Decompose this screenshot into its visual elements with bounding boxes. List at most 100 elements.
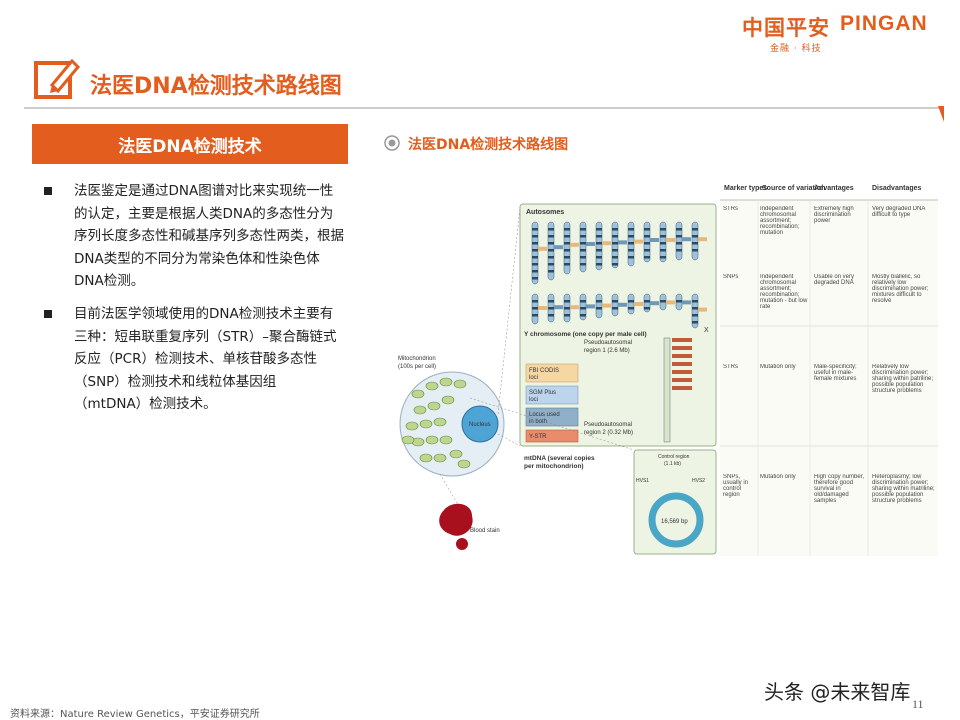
chromosome-band [532, 270, 538, 273]
chromosome-band [548, 242, 554, 245]
locus-tag [634, 239, 643, 244]
mitochondrion [405, 421, 419, 431]
table-cell: STRs [723, 364, 738, 370]
locus-tag [698, 307, 707, 312]
locus-tag [682, 237, 691, 242]
chromosome-band [548, 235, 554, 238]
chromosome-band [644, 228, 650, 231]
chromosome-band [548, 300, 554, 303]
chromosome-band [644, 249, 650, 252]
chromosome-band [580, 249, 586, 252]
table-cell: Male-specificity; useful in male-female … [814, 364, 857, 382]
chromosome-band [564, 256, 570, 259]
chromosome-band [532, 300, 538, 303]
chromosome-band [580, 228, 586, 231]
both-legend: Locus used [529, 412, 560, 418]
table-header: Source of variation [762, 185, 825, 192]
chromosome-band [580, 242, 586, 245]
bullet-paragraph: 法医鉴定是通过DNA图谱对比来实现统一性的认定，主要是根据人类DNA的多态性分为… [44, 180, 344, 293]
chromosome-band [660, 249, 666, 252]
chromosome-band [612, 263, 618, 266]
mitochondrion [449, 449, 463, 459]
chromosome-band [596, 256, 602, 259]
mitochondrion [439, 377, 453, 387]
section-header: 法医DNA检测技术 [32, 124, 348, 164]
chromosome-band [532, 228, 538, 231]
table-cell: Independent chromosomal assortment; reco… [760, 274, 808, 310]
title-divider [24, 106, 944, 122]
figure-heading: 法医DNA检测技术路线图 [384, 134, 568, 154]
chromosome-band [596, 235, 602, 238]
mitochondrion [427, 401, 441, 411]
y-chromosome-label: Y chromosome (one copy per male cell) [524, 331, 647, 338]
chromosome-band [564, 249, 570, 252]
locus-tag [698, 237, 707, 242]
par1-label: region 1 (2.6 Mb) [584, 348, 630, 354]
chromosome-band [660, 242, 666, 245]
chromosome-band [612, 228, 618, 231]
nucleus-label: Nucleus [469, 422, 491, 428]
chromosome [611, 293, 619, 317]
chromosome-band [532, 314, 538, 317]
locus-tag [618, 240, 627, 245]
chromosome-group [531, 221, 707, 285]
chromosome-band [532, 307, 538, 310]
chromosome-band [628, 228, 634, 231]
nucleus [461, 405, 499, 443]
chromosome-band [596, 300, 602, 303]
chromosome-band [548, 256, 554, 259]
chromosome-band [676, 235, 682, 238]
svg-text:loci: loci [529, 375, 538, 381]
mito-label: Mitochondrion [398, 356, 436, 362]
table-cell: Independent chromosomal assortment; reco… [760, 206, 800, 236]
chromosome-band [564, 307, 570, 310]
locus-tag [650, 301, 659, 306]
chromosome-band [628, 256, 634, 259]
mitochondrion [419, 419, 433, 429]
locus-tag [570, 242, 579, 247]
table-cell: Relatively low discrimination power; sha… [872, 364, 934, 394]
table-cell: High copy number, therefore good surviva… [814, 474, 865, 504]
bullet-square-icon [44, 310, 52, 318]
chromosome-band [548, 314, 554, 317]
dna-figure: Marker types Source of variation Advanta… [398, 178, 938, 556]
mitochondrion [457, 459, 471, 469]
mitochondrion [411, 389, 425, 399]
chromosome [595, 293, 603, 319]
locus-tag [618, 302, 627, 307]
chromosome [627, 293, 635, 315]
mitochondrion [425, 435, 439, 445]
mitochondrion [433, 453, 447, 463]
table-cell: Very degraded DNA difficult to type [872, 206, 926, 218]
paragraph-text: 法医鉴定是通过DNA图谱对比来实现统一性的认定，主要是根据人类DNA的多态性分为… [74, 183, 344, 289]
chromosome-band [692, 314, 698, 317]
chromosome-band [628, 307, 634, 310]
pencil-icon [34, 58, 80, 99]
chromosome [675, 221, 683, 261]
y-chromosome [663, 337, 671, 443]
mitochondrion [401, 435, 415, 445]
chromosome-band [644, 307, 650, 310]
watermark: 头条 @未来智库 [764, 680, 911, 704]
chromosome-band [532, 235, 538, 238]
brand-logo-cn: 中国平安 [742, 16, 830, 40]
chromosome-band [692, 307, 698, 310]
chromosome-band [628, 249, 634, 252]
par1-label: Pseudoautosomal [584, 340, 632, 346]
mitochondrion [425, 381, 439, 391]
chromosome-band [564, 235, 570, 238]
table-cell: Usable on very degraded DNA [814, 274, 855, 286]
chromosome-band [548, 307, 554, 310]
table-cell: Mostly biallelic, so relatively low disc… [872, 274, 929, 304]
table-cell: SNPs [723, 274, 739, 280]
chromosome-band [564, 263, 570, 266]
fbi-legend: FBI CODIS [529, 368, 559, 374]
chromosome [531, 221, 539, 285]
chromosome-band [644, 235, 650, 238]
chromosome-band [580, 263, 586, 266]
mitochondrion [413, 405, 427, 415]
chromosome-band [596, 307, 602, 310]
mitochondrion [433, 417, 447, 427]
locus-tag [650, 238, 659, 242]
chromosome-band [596, 263, 602, 266]
